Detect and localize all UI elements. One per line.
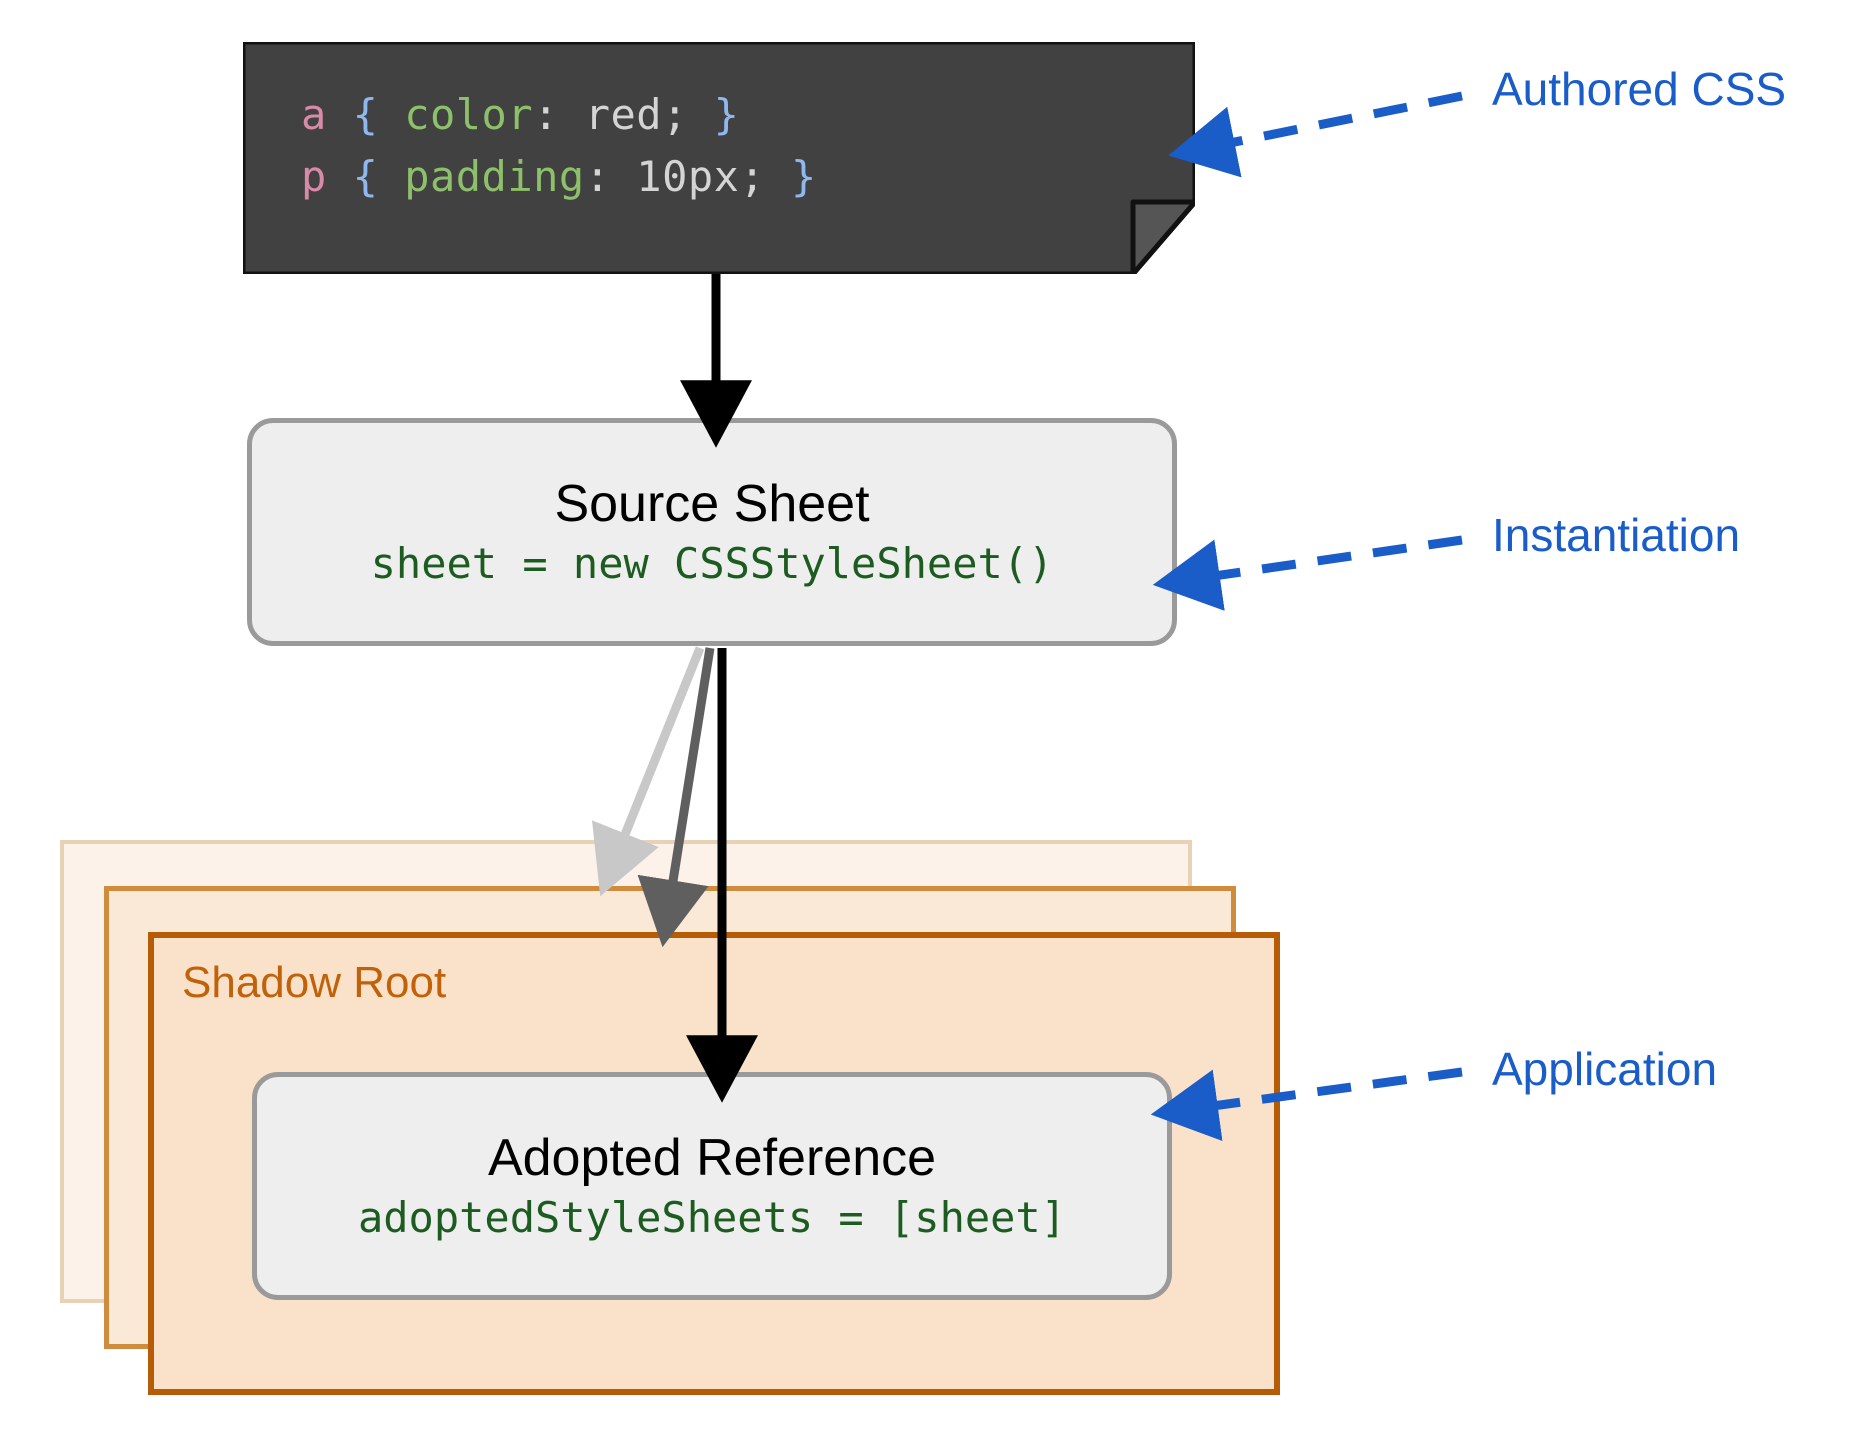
adopted-reference-title: Adopted Reference [487,1128,937,1187]
annotation-label-instantiation: Instantiation [1492,509,1741,561]
css-close-brace-2: } [791,152,817,201]
adopted-reference-code: adoptedStyleSheets = [sheet] [357,1192,1066,1242]
adopted-reference-box: Adopted Reference adoptedStyleSheets = [… [252,1072,1172,1300]
authored-css-note: a { color: red; } p { padding: 10px; } [243,42,1195,274]
css-selector-p: p [301,152,327,201]
annotation-arrow-authored-css [1168,91,1463,178]
source-sheet-title: Source Sheet [554,474,870,533]
css-semicolon-2: ; [739,152,766,201]
css-property-color: color [404,90,534,139]
code-note-shape [243,42,1195,274]
css-open-brace-1: { [352,90,379,139]
annotation-arrow-instantiation [1152,535,1463,611]
css-selector-a: a [301,90,327,139]
css-close-brace-1: } [713,90,740,139]
source-sheet-code: sheet = new CSSStyleSheet() [370,538,1054,588]
css-semicolon-1: ; [662,90,688,139]
css-value-red: red [584,90,663,139]
authored-css-code: a { color: red; } p { padding: 10px; } [301,84,817,208]
annotation-label-application: Application [1492,1043,1718,1095]
css-colon-2: : [584,152,611,201]
css-property-padding: padding [404,152,585,201]
source-sheet-box: Source Sheet sheet = new CSSStyleSheet() [247,418,1177,646]
connector-source-sheet-to-panel-back [591,646,705,897]
css-open-brace-2: { [352,152,379,201]
css-value-10px: 10px [636,152,740,201]
shadow-root-label: Shadow Root [182,958,447,1007]
annotation-label-authored-css: Authored CSS [1492,63,1787,115]
css-colon-1: : [533,90,559,139]
